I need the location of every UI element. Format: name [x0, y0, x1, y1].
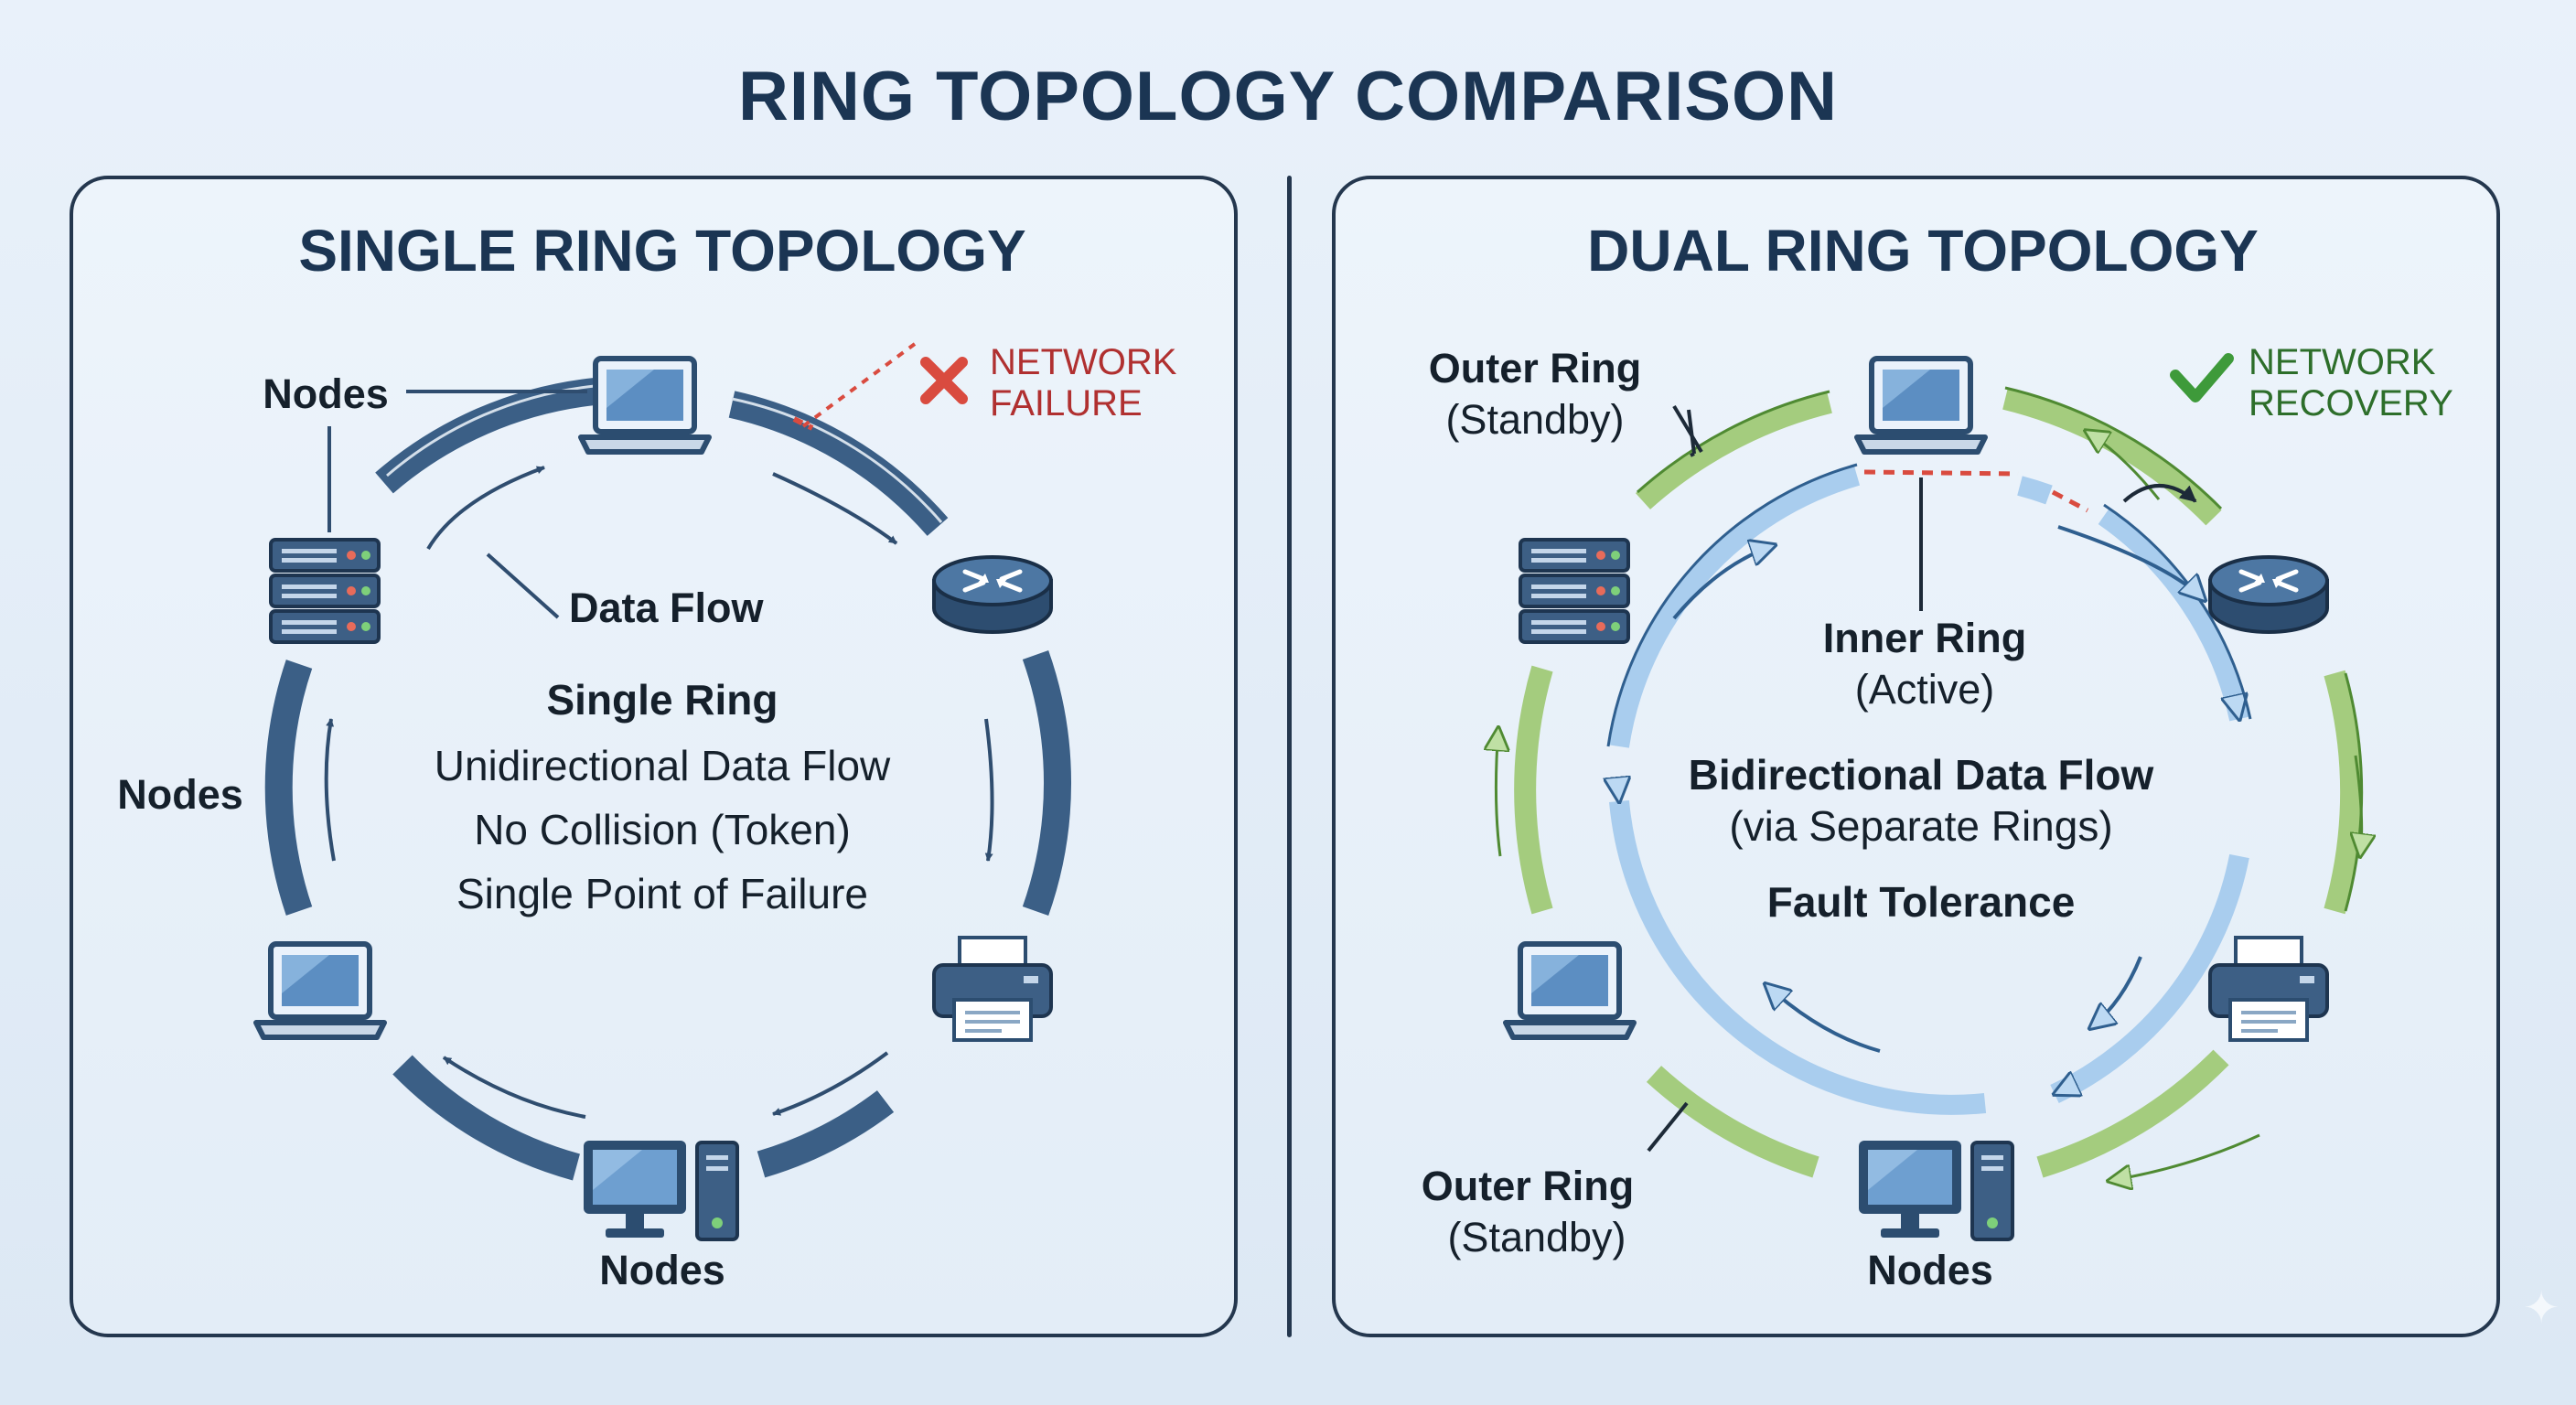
- flow-arrow: [772, 472, 898, 545]
- flow-arrow: [426, 466, 545, 551]
- outer-ring-segment: [1514, 665, 1553, 915]
- flow-arrow: [984, 718, 994, 862]
- single-ring-panel: SINGLE RING TOPOLOGY NETWORK FAILURE: [70, 176, 1238, 1337]
- inner-ring-segment: [1609, 466, 1861, 748]
- single-panel-title: SINGLE RING TOPOLOGY: [298, 218, 1025, 284]
- desktop-icon: [1857, 1139, 2014, 1241]
- ring-segment: [375, 378, 596, 494]
- server-icon: [269, 538, 381, 644]
- ring-segment: [392, 1055, 581, 1181]
- center-title: Single Ring: [547, 676, 778, 724]
- data-flow-arrows: [324, 466, 994, 1119]
- center-title: Bidirectional Data Flow: [1689, 751, 2154, 799]
- laptop-icon: [256, 944, 384, 1037]
- ring-segment: [264, 660, 313, 916]
- inner-ring-segment: [1619, 801, 1987, 1115]
- printer-icon: [932, 936, 1053, 1042]
- failure-x-icon: [920, 357, 968, 404]
- failure-pointer: [801, 342, 917, 428]
- laptop-icon: [581, 359, 709, 452]
- outer-ring-segment: [1635, 391, 1832, 509]
- recovery-check-icon: [2170, 353, 2234, 402]
- outer-ring-segment: [2324, 670, 2363, 915]
- nodes-label: Nodes: [117, 771, 243, 818]
- inner-ring-label: Inner Ring: [1823, 615, 2027, 661]
- recovery-label-line1: NETWORK: [2249, 342, 2436, 382]
- recovery-link: [1863, 469, 2089, 513]
- sparkle-icon: ✦: [2523, 1284, 2560, 1333]
- standby-label: (Standby): [1447, 1214, 1626, 1260]
- inner-ring-segment: [2098, 507, 2239, 719]
- center-subtitle: (via Separate Rings): [1729, 802, 2112, 850]
- outer-ring-label: Outer Ring: [1422, 1163, 1635, 1209]
- inner-flow-arrows: [1672, 525, 2205, 1053]
- active-label: (Active): [1855, 666, 1995, 713]
- flow-arrow: [2057, 525, 2205, 600]
- recovery-arrow: [2122, 484, 2197, 503]
- single-ring-diagram: SINGLE RING TOPOLOGY NETWORK FAILURE: [117, 218, 1177, 1293]
- ring-segment: [757, 1089, 895, 1178]
- flow-arrow: [772, 1051, 889, 1116]
- failure-label-line2: FAILURE: [990, 383, 1143, 424]
- ring-break: [792, 416, 814, 431]
- center-line: Single Point of Failure: [456, 870, 868, 917]
- center-line: Unidirectional Data Flow: [435, 742, 891, 789]
- flow-arrow: [442, 1056, 586, 1119]
- flow-arrow: [1672, 545, 1775, 620]
- flow-arrow: [1766, 984, 1881, 1053]
- standby-label: (Standby): [1445, 396, 1624, 443]
- laptop-icon: [1857, 359, 1985, 452]
- dual-ring-diagram: DUAL RING TOPOLOGY: [1422, 218, 2453, 1293]
- router-icon: [2210, 557, 2327, 632]
- fault-tolerance-label: Fault Tolerance: [1767, 878, 2076, 926]
- flow-arrow: [2090, 956, 2142, 1028]
- data-flow-label: Data Flow: [569, 585, 765, 631]
- inner-ring-segment: [2017, 476, 2053, 505]
- flow-arrow: [324, 718, 336, 862]
- dual-ring-panel: DUAL RING TOPOLOGY: [1332, 176, 2500, 1337]
- inner-ring: [1609, 466, 2249, 1115]
- inner-ring-segment: [2055, 853, 2249, 1103]
- nodes-label: Nodes: [599, 1247, 725, 1293]
- flow-arrow: [1496, 728, 1500, 857]
- server-icon: [1519, 538, 1630, 644]
- dual-panel-title: DUAL RING TOPOLOGY: [1587, 218, 2259, 284]
- flow-arrow: [2086, 431, 2161, 500]
- ring-segment: [1022, 650, 1071, 916]
- router-icon: [934, 557, 1051, 632]
- recovery-label-line2: RECOVERY: [2249, 383, 2453, 424]
- center-line: No Collision (Token): [474, 806, 851, 853]
- panel-divider: [1287, 176, 1292, 1337]
- page-title: RING TOPOLOGY COMPARISON: [737, 58, 1839, 135]
- nodes-label: Nodes: [263, 370, 389, 417]
- laptop-icon: [1506, 944, 1634, 1037]
- ring-segment: [728, 391, 949, 536]
- printer-icon: [2208, 936, 2329, 1042]
- outer-ring-segment: [1646, 1066, 1819, 1178]
- outer-ring-pointer-line: [1647, 1101, 1689, 1153]
- outer-flow-arrows: [1496, 431, 2361, 1181]
- flow-arrow: [2356, 755, 2362, 856]
- nodes-label: Nodes: [1867, 1247, 1993, 1293]
- failure-label-line1: NETWORK: [990, 342, 1177, 382]
- single-ring: [264, 378, 1071, 1181]
- outer-ring-label: Outer Ring: [1429, 345, 1642, 391]
- desktop-icon: [582, 1139, 739, 1241]
- data-flow-pointer-line: [486, 552, 560, 619]
- flow-arrow: [2109, 1133, 2260, 1181]
- outer-ring-segment: [2036, 1049, 2229, 1178]
